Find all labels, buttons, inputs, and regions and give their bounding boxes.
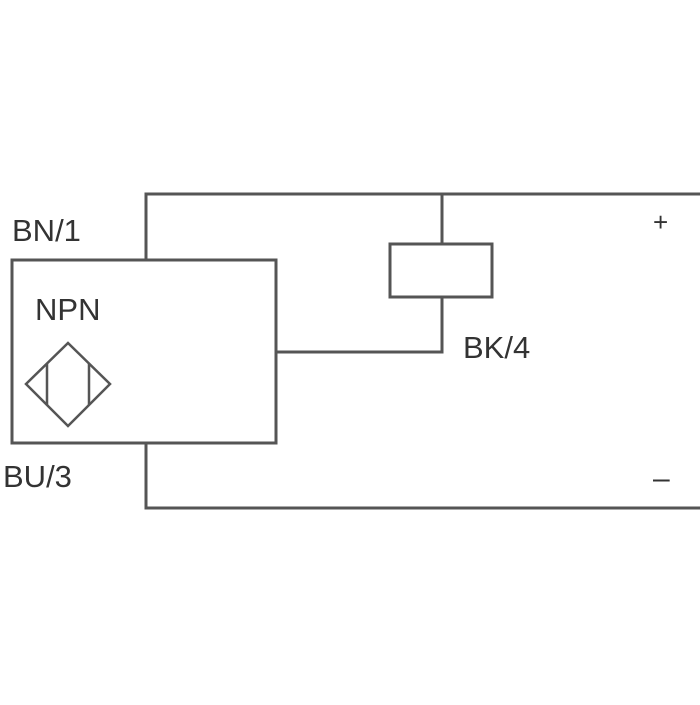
negative-supply-rail [144,443,700,510]
positive-supply-rail [144,192,700,260]
load-box [388,242,494,299]
inductive-sensor-icon [24,341,112,428]
brown-wire-label: BN/1 [12,213,81,248]
positive-terminal-label: + [653,207,668,237]
sensor-body [10,258,278,445]
negative-terminal-label: – [653,462,670,495]
output-wire [276,297,444,354]
black-wire-label: BK/4 [463,330,530,365]
blue-wire-label: BU/3 [3,459,72,494]
sensor-type-label: NPN [35,292,100,327]
